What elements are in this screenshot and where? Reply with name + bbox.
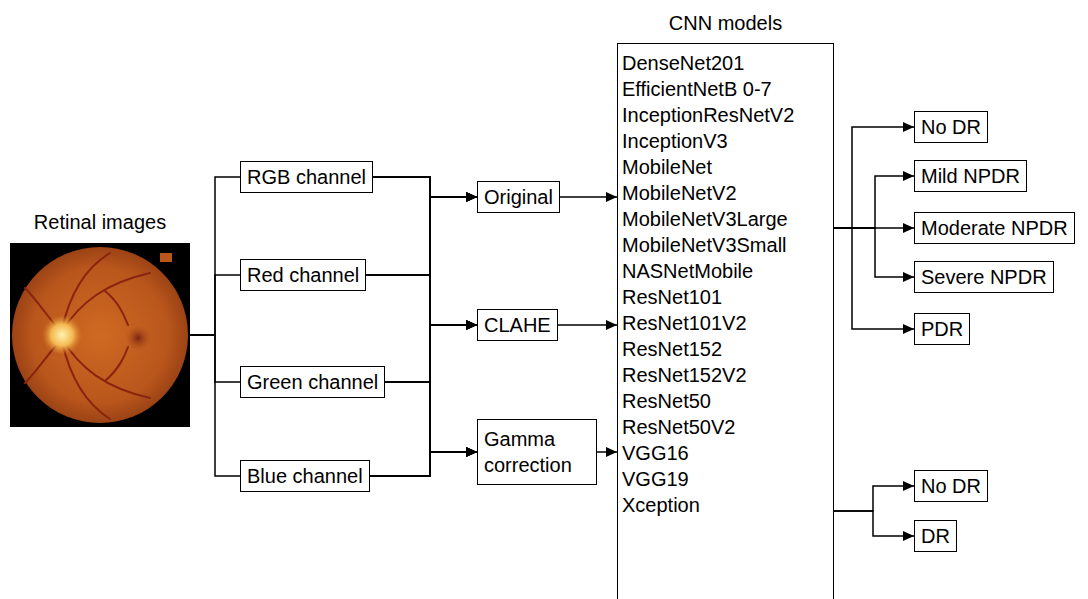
vessels	[25, 253, 150, 419]
connector	[834, 176, 914, 228]
connector	[366, 275, 477, 325]
connector	[834, 486, 914, 511]
node-text: Red channel	[247, 262, 359, 288]
node-text: EfficientNetB 0-7	[622, 76, 829, 102]
heading-text: Retinal images	[0, 209, 230, 235]
connector	[190, 177, 240, 335]
optic-disc	[42, 315, 82, 355]
node-text: ResNet152V2	[622, 362, 829, 388]
connector	[190, 335, 240, 476]
node-text: InceptionResNetV2	[622, 102, 829, 128]
node-text: DR	[921, 523, 950, 549]
connector	[834, 511, 914, 536]
macula	[125, 325, 151, 351]
connector	[385, 325, 477, 382]
class-box: Moderate NPDR	[914, 212, 1075, 244]
class-box: DR	[914, 520, 957, 552]
connector	[834, 127, 914, 228]
node-text: VGG19	[622, 466, 829, 492]
connector	[834, 228, 914, 277]
connector	[190, 275, 240, 335]
node-text: MobileNetV3Small	[622, 232, 829, 258]
image-background	[10, 243, 190, 427]
fundus	[12, 247, 188, 423]
node-text: Blue channel	[247, 463, 363, 489]
node-text: No DR	[921, 473, 981, 499]
channel-box: RGB channel	[240, 161, 373, 193]
connector	[558, 324, 617, 326]
node-text: Severe NPDR	[921, 264, 1047, 290]
class-box: Severe NPDR	[914, 261, 1054, 293]
process-box: Original	[477, 181, 560, 213]
node-text: DenseNet201	[622, 50, 829, 76]
model-list-box: CNN modelsDenseNet201EfficientNetB 0-7In…	[617, 43, 834, 599]
node-text: ResNet101V2	[622, 310, 829, 336]
node-text: ResNet152	[622, 336, 829, 362]
class-box: No DR	[914, 470, 988, 502]
node-text: ResNet101	[622, 284, 829, 310]
node-text: ResNet50V2	[622, 414, 829, 440]
node-text: CLAHE	[484, 312, 551, 338]
connector	[373, 177, 477, 197]
node-text: RGB channel	[247, 164, 366, 190]
node-text: Mild NPDR	[921, 163, 1020, 189]
vessel	[105, 291, 128, 325]
class-box: Mild NPDR	[914, 160, 1027, 192]
connector	[366, 197, 477, 275]
node-text: MobileNetV3Large	[622, 206, 829, 232]
connector	[597, 451, 617, 453]
channel-box: Green channel	[240, 366, 385, 398]
node-text: VGG16	[622, 440, 829, 466]
image-node: Retinal images	[10, 243, 190, 427]
fundus-notch	[160, 253, 172, 262]
node-text: ResNet50	[622, 388, 829, 414]
node-text: MobileNet	[622, 154, 829, 180]
connector	[834, 228, 914, 329]
process-box: CLAHE	[477, 309, 558, 341]
connector	[560, 196, 617, 198]
class-box: PDR	[914, 313, 970, 345]
node-text: Xception	[622, 492, 829, 518]
connector	[370, 325, 477, 476]
node-text: Green channel	[247, 369, 378, 395]
connector	[385, 382, 477, 452]
node-text: No DR	[921, 114, 981, 140]
node-text: InceptionV3	[622, 128, 829, 154]
node-text: NASNetMobile	[622, 258, 829, 284]
connector	[373, 177, 477, 325]
retina-illustration	[10, 243, 190, 427]
node-text: Gamma correction	[484, 426, 590, 478]
node-text: Original	[484, 184, 553, 210]
channel-box: Red channel	[240, 259, 366, 291]
connector	[373, 177, 477, 452]
connector	[385, 197, 477, 382]
heading-text: CNN models	[578, 10, 873, 36]
node-text: Moderate NPDR	[921, 215, 1068, 241]
node-text: MobileNetV2	[622, 180, 829, 206]
connector	[366, 275, 477, 452]
vessel	[105, 347, 128, 381]
connector	[370, 197, 477, 476]
connector	[370, 452, 477, 476]
node-text: PDR	[921, 316, 963, 342]
channel-box: Blue channel	[240, 460, 370, 492]
class-box: No DR	[914, 111, 988, 143]
process-box: Gamma correction	[477, 419, 597, 485]
